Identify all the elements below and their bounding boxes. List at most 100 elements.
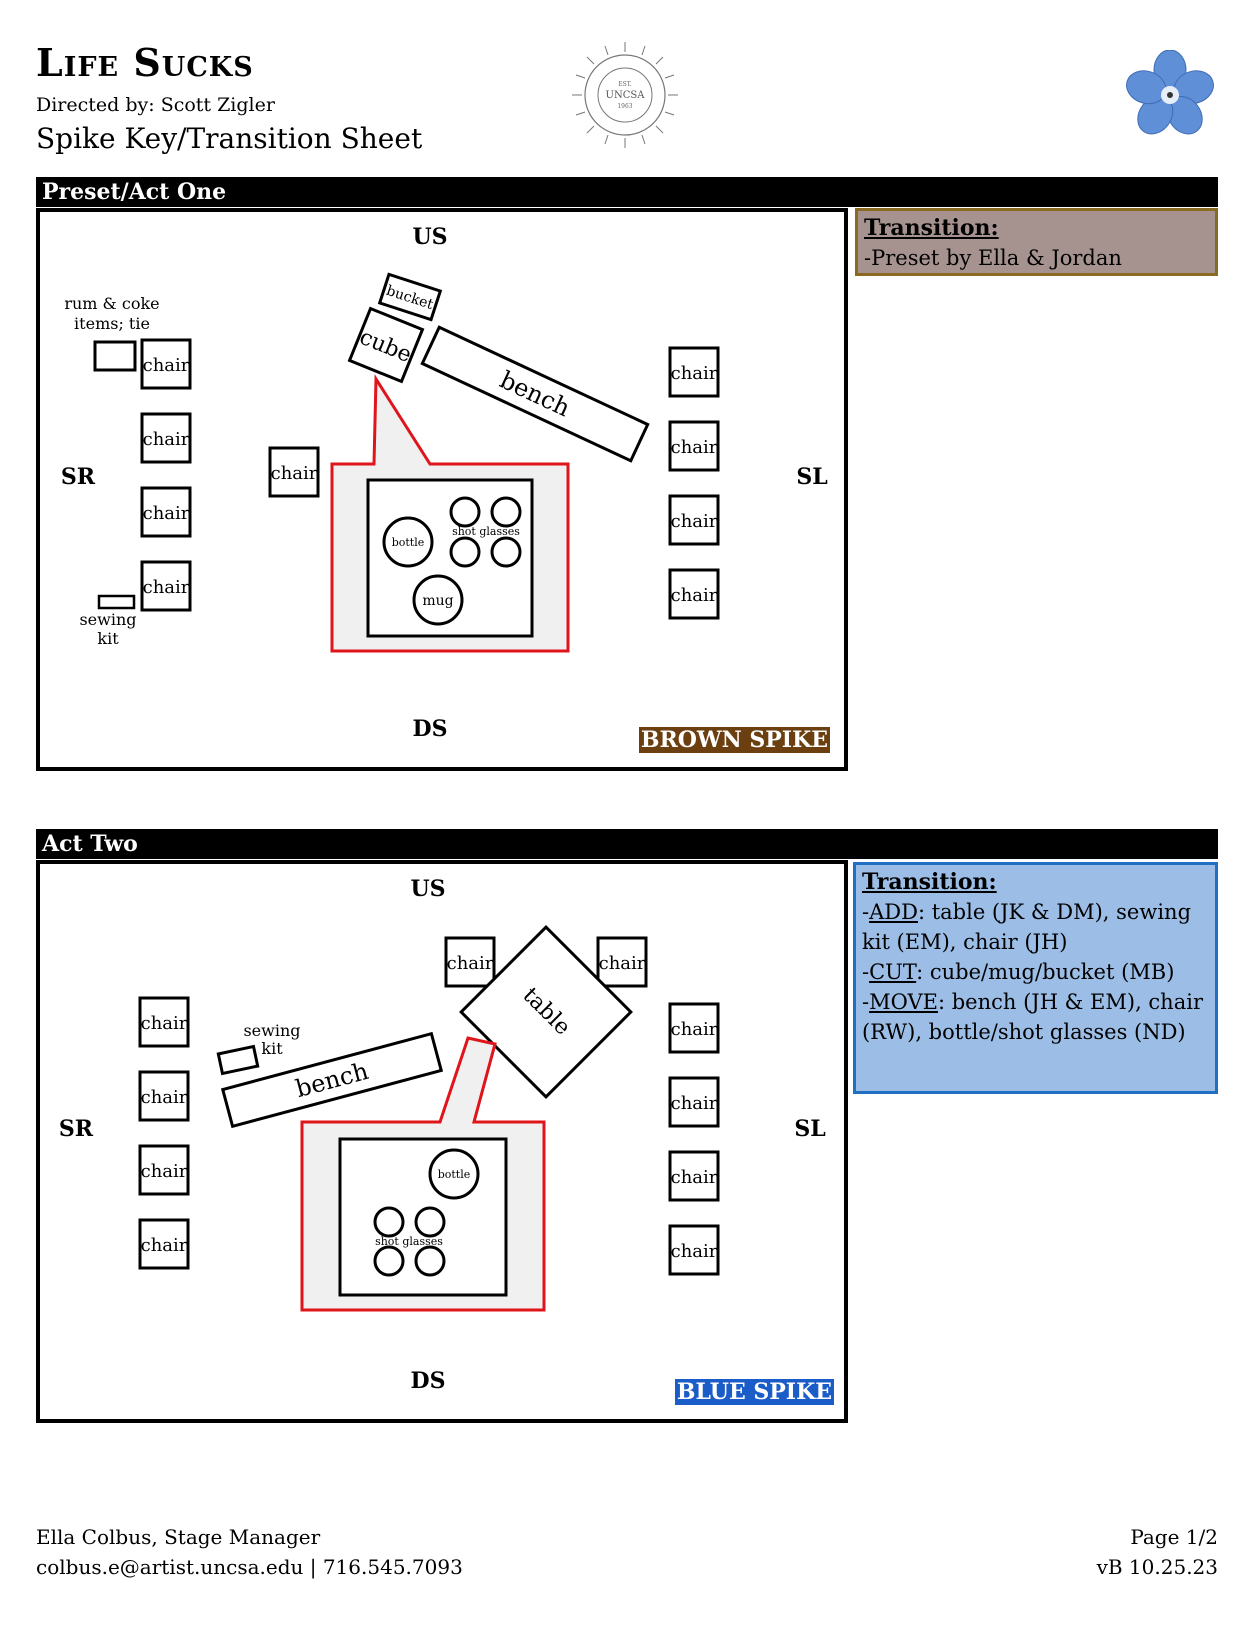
- chair: [138, 1144, 190, 1196]
- shot-glass: [414, 1206, 446, 1238]
- chair: [668, 494, 720, 546]
- us-label: US: [410, 876, 445, 902]
- chair-label: chair: [141, 1087, 188, 1108]
- chair-label: chair: [671, 1241, 718, 1262]
- cut-key: CUT: [869, 960, 917, 984]
- blue-flower-icon: [1120, 49, 1220, 140]
- footer-page: Page 1/2: [1130, 1525, 1218, 1549]
- chair: [444, 936, 496, 988]
- seal-est: EST.: [618, 81, 632, 88]
- shot-glass: [449, 536, 481, 568]
- move-text: : bench (JH & EM), chair (RW), bottle/sh…: [862, 990, 1203, 1044]
- chair: [668, 420, 720, 472]
- shot-glass: [373, 1206, 405, 1238]
- cut-text: : cube/mug/bucket (MB): [916, 960, 1175, 984]
- shot-glass: [373, 1245, 405, 1277]
- shot-glass: [414, 1245, 446, 1277]
- shot-glass: [490, 536, 522, 568]
- page-title: Life Sucks: [36, 40, 254, 85]
- shot-glass: [490, 496, 522, 528]
- transition-heading: Transition:: [864, 215, 999, 241]
- chair-label: chair: [143, 355, 190, 376]
- sewing-kit-label-2: kit: [261, 1039, 283, 1058]
- chair-label: chair: [447, 953, 494, 974]
- chair-label: chair: [141, 1013, 188, 1034]
- ds-label: DS: [411, 1368, 446, 1394]
- sewing-kit-label: sewing: [79, 610, 136, 629]
- chair: [668, 1150, 720, 1202]
- chair: [140, 338, 192, 390]
- ds-label: DS: [413, 716, 448, 742]
- shot-glasses-label: shot glasses: [375, 1235, 443, 1248]
- chair-label: chair: [671, 363, 718, 384]
- rum-coke-label-2: items; tie: [74, 314, 150, 333]
- chair: [140, 412, 192, 464]
- bottle: [428, 1148, 480, 1200]
- chair: [668, 1224, 720, 1276]
- act-two-transition-panel: Transition: -ADD: table (JK & DM), sewin…: [853, 862, 1218, 1094]
- act-two-bar: Act Two: [36, 829, 1218, 859]
- chair: [596, 936, 648, 988]
- chair-label: chair: [143, 503, 190, 524]
- us-label: US: [412, 224, 447, 250]
- chair-label: chair: [143, 577, 190, 598]
- chair: [140, 486, 192, 538]
- transition-heading: Transition:: [862, 869, 997, 895]
- page-subtitle: Spike Key/Transition Sheet: [36, 122, 423, 155]
- add-text: : table (JK & DM), sewing kit (EM), chai…: [862, 900, 1192, 954]
- act-two-stage-diagram: US DS SR SL chair chair chair chair chai…: [36, 860, 848, 1423]
- bottle-label: bottle: [438, 1168, 471, 1181]
- cube: cube: [347, 306, 425, 384]
- transition-line: -Preset by Ella & Jordan: [864, 246, 1122, 270]
- shot-glass: [449, 496, 481, 528]
- chair-label: chair: [671, 585, 718, 606]
- mug: [412, 574, 464, 626]
- act-one-bar: Preset/Act One: [36, 177, 1218, 207]
- sr-label: SR: [61, 464, 96, 490]
- chair: [140, 560, 192, 612]
- add-key: ADD: [869, 900, 918, 924]
- sl-label: SL: [796, 464, 827, 490]
- seal-year: 1963: [617, 103, 632, 110]
- bottle-label: bottle: [392, 536, 425, 549]
- chair-label: chair: [271, 463, 318, 484]
- footer-contact: colbus.e@artist.uncsa.edu | 716.545.7093: [36, 1555, 463, 1579]
- rum-coke-box: [93, 340, 137, 372]
- uncsa-seal-logo: EST. UNCSA 1963: [570, 40, 680, 150]
- chair: [668, 346, 720, 398]
- chair-label: chair: [671, 437, 718, 458]
- bench: bench: [220, 1031, 444, 1129]
- brown-spike-label: BROWN SPIKE: [638, 727, 830, 753]
- sewing-kit-label: sewing: [243, 1021, 300, 1040]
- chair: [668, 568, 720, 620]
- mug-label: mug: [422, 593, 453, 609]
- sl-label: SL: [794, 1116, 825, 1142]
- sewing-kit-label-2: kit: [97, 629, 119, 648]
- chair: [668, 1002, 720, 1054]
- transition-add-line: -ADD: table (JK & DM), sewing kit (EM), …: [862, 900, 1192, 954]
- transition-cut-line: -CUT: cube/mug/bucket (MB): [862, 960, 1175, 984]
- seal-name: UNCSA: [606, 90, 646, 101]
- sewing-kit: [216, 1044, 260, 1076]
- chair-label: chair: [141, 1235, 188, 1256]
- chair: [268, 446, 320, 498]
- chair: [138, 1070, 190, 1122]
- chair-label: chair: [141, 1161, 188, 1182]
- director-line: Directed by: Scott Zigler: [36, 94, 275, 116]
- bottle: [382, 516, 434, 568]
- bench: bench: [420, 325, 650, 463]
- shot-glasses-label: shot glasses: [452, 525, 520, 538]
- chair-label: chair: [671, 1019, 718, 1040]
- footer-version: vB 10.25.23: [1096, 1555, 1218, 1579]
- move-key: MOVE: [869, 990, 938, 1014]
- table: [459, 925, 633, 1099]
- act-one-stage-diagram: US DS SR SL rum & coke items; tie chair …: [36, 208, 848, 771]
- rum-coke-label: rum & coke: [64, 294, 159, 313]
- chair-label: chair: [671, 511, 718, 532]
- chair-label: chair: [143, 429, 190, 450]
- blue-spike-label: BLUE SPIKE: [674, 1379, 834, 1405]
- act-one-transition-panel: Transition: -Preset by Ella & Jordan: [855, 208, 1218, 276]
- chair-label: chair: [599, 953, 646, 974]
- transition-move-line: -MOVE: bench (JH & EM), chair (RW), bott…: [862, 990, 1203, 1044]
- sewing-kit: [97, 594, 136, 610]
